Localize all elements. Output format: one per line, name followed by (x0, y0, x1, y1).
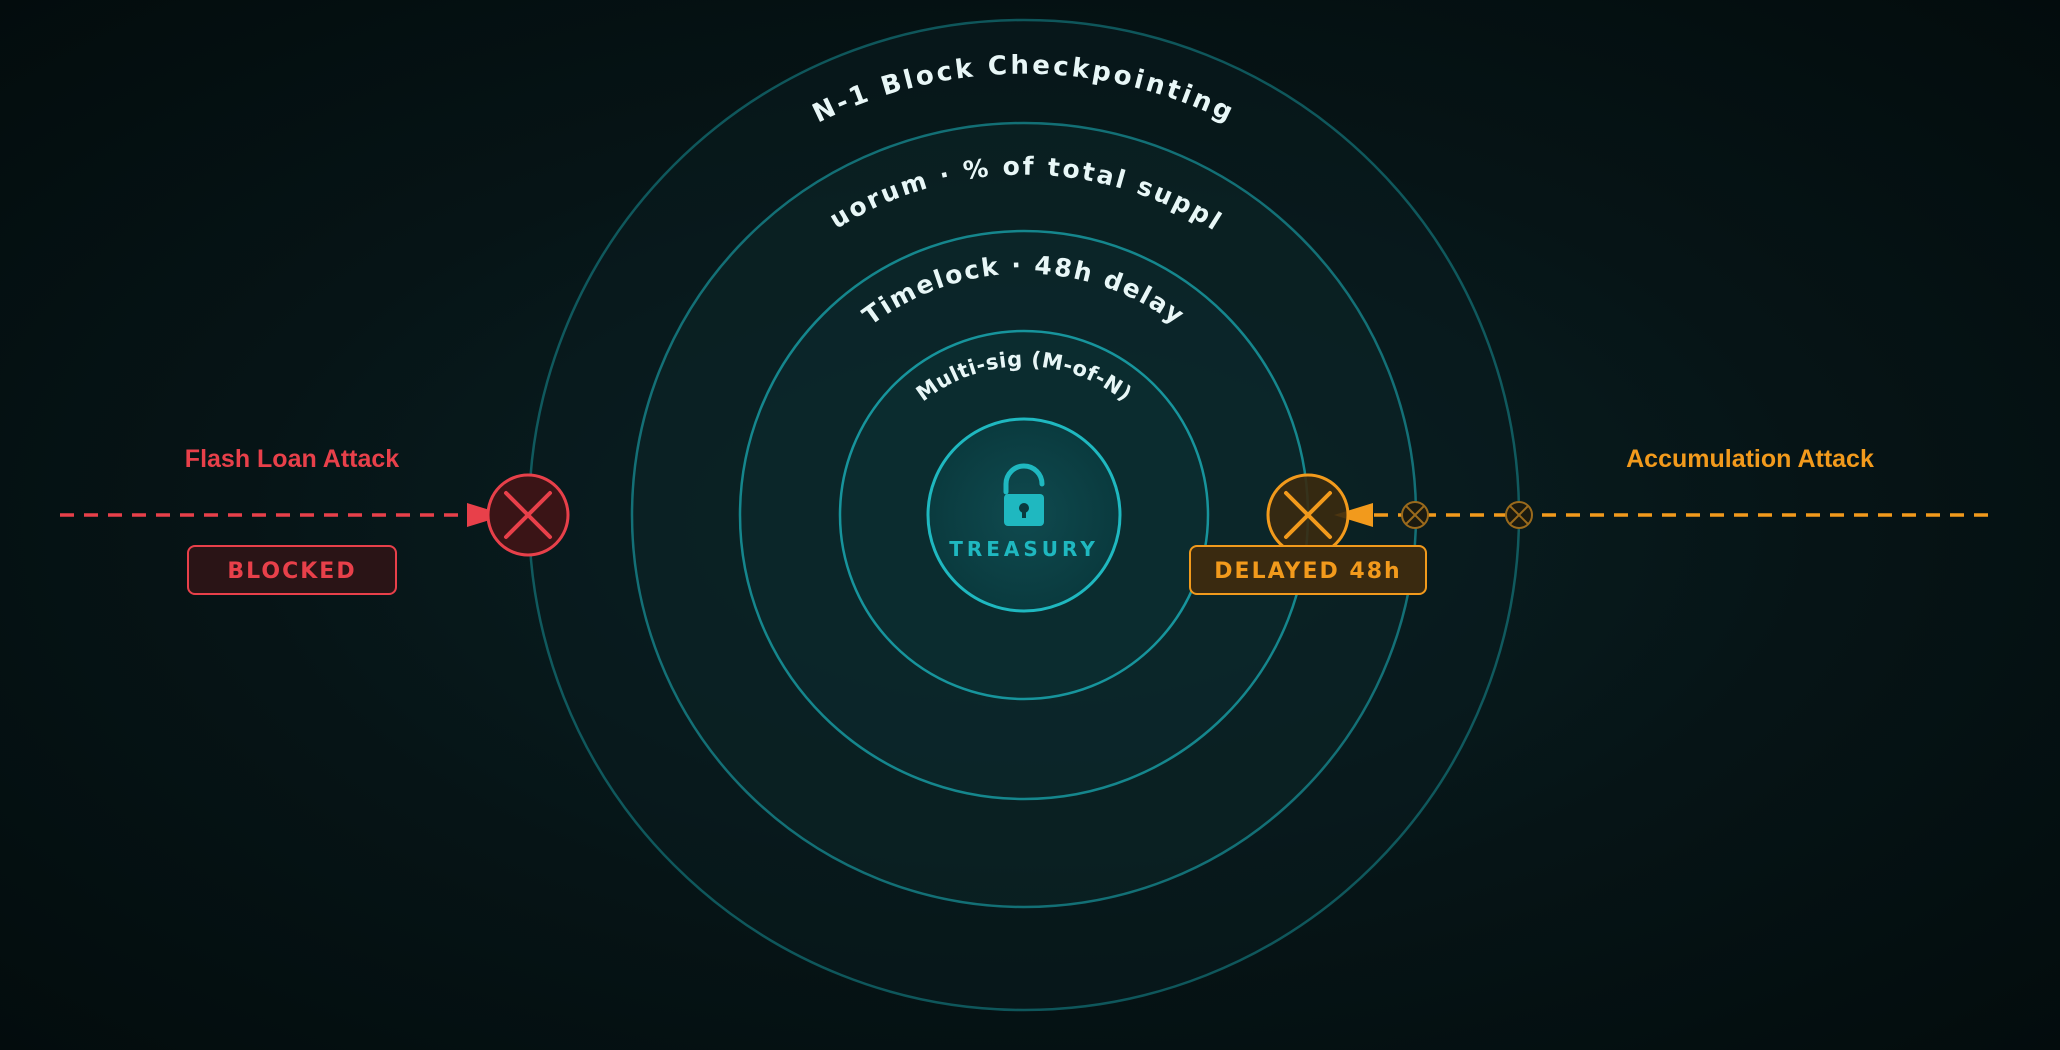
accumulation-attack-title: Accumulation Attack (1626, 445, 1874, 473)
delayed-badge: DELAYED 48h (1189, 545, 1427, 595)
accumulation-arrowhead (1334, 503, 1373, 527)
blocked-badge-text: BLOCKED (227, 559, 356, 584)
blocked-badge: BLOCKED (187, 545, 397, 595)
unlocked-padlock-icon (1003, 463, 1045, 526)
accumulation-x-circle-icon (1266, 473, 1350, 557)
accumulation-waypoint-icon-outer (1505, 501, 1533, 529)
accumulation-waypoint-icon-inner (1401, 501, 1429, 529)
flash-loan-attack-title: Flash Loan Attack (185, 445, 399, 473)
treasury-label: TREASURY (949, 537, 1099, 561)
delayed-badge-text: DELAYED 48h (1214, 559, 1401, 584)
flash-loan-x-circle-icon (486, 473, 570, 557)
